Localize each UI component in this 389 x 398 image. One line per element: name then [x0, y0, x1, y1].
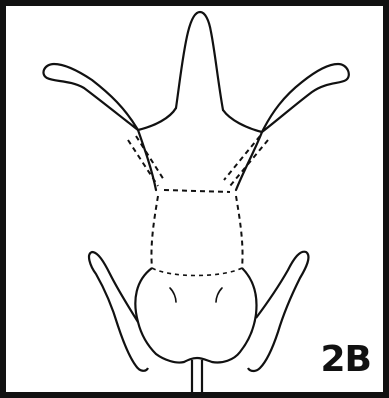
diagram-border: [3, 3, 386, 395]
figure-label: 2B: [321, 342, 372, 378]
